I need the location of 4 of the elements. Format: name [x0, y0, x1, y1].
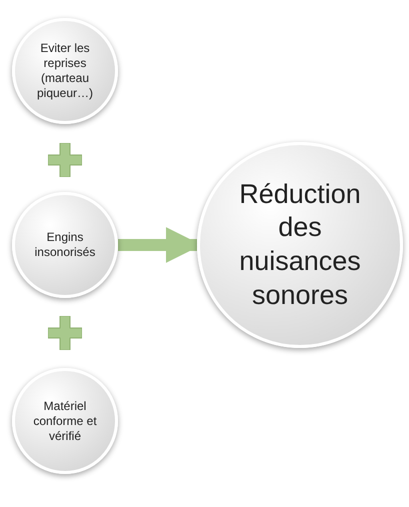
node-label: Réduction des nuisances sonores — [238, 178, 362, 312]
node-label: Matériel conforme et vérifié — [32, 398, 98, 444]
node-label: Eviter les reprises (marteau piqueur…) — [36, 41, 94, 101]
node-label: Engins insonorisés — [34, 230, 96, 260]
